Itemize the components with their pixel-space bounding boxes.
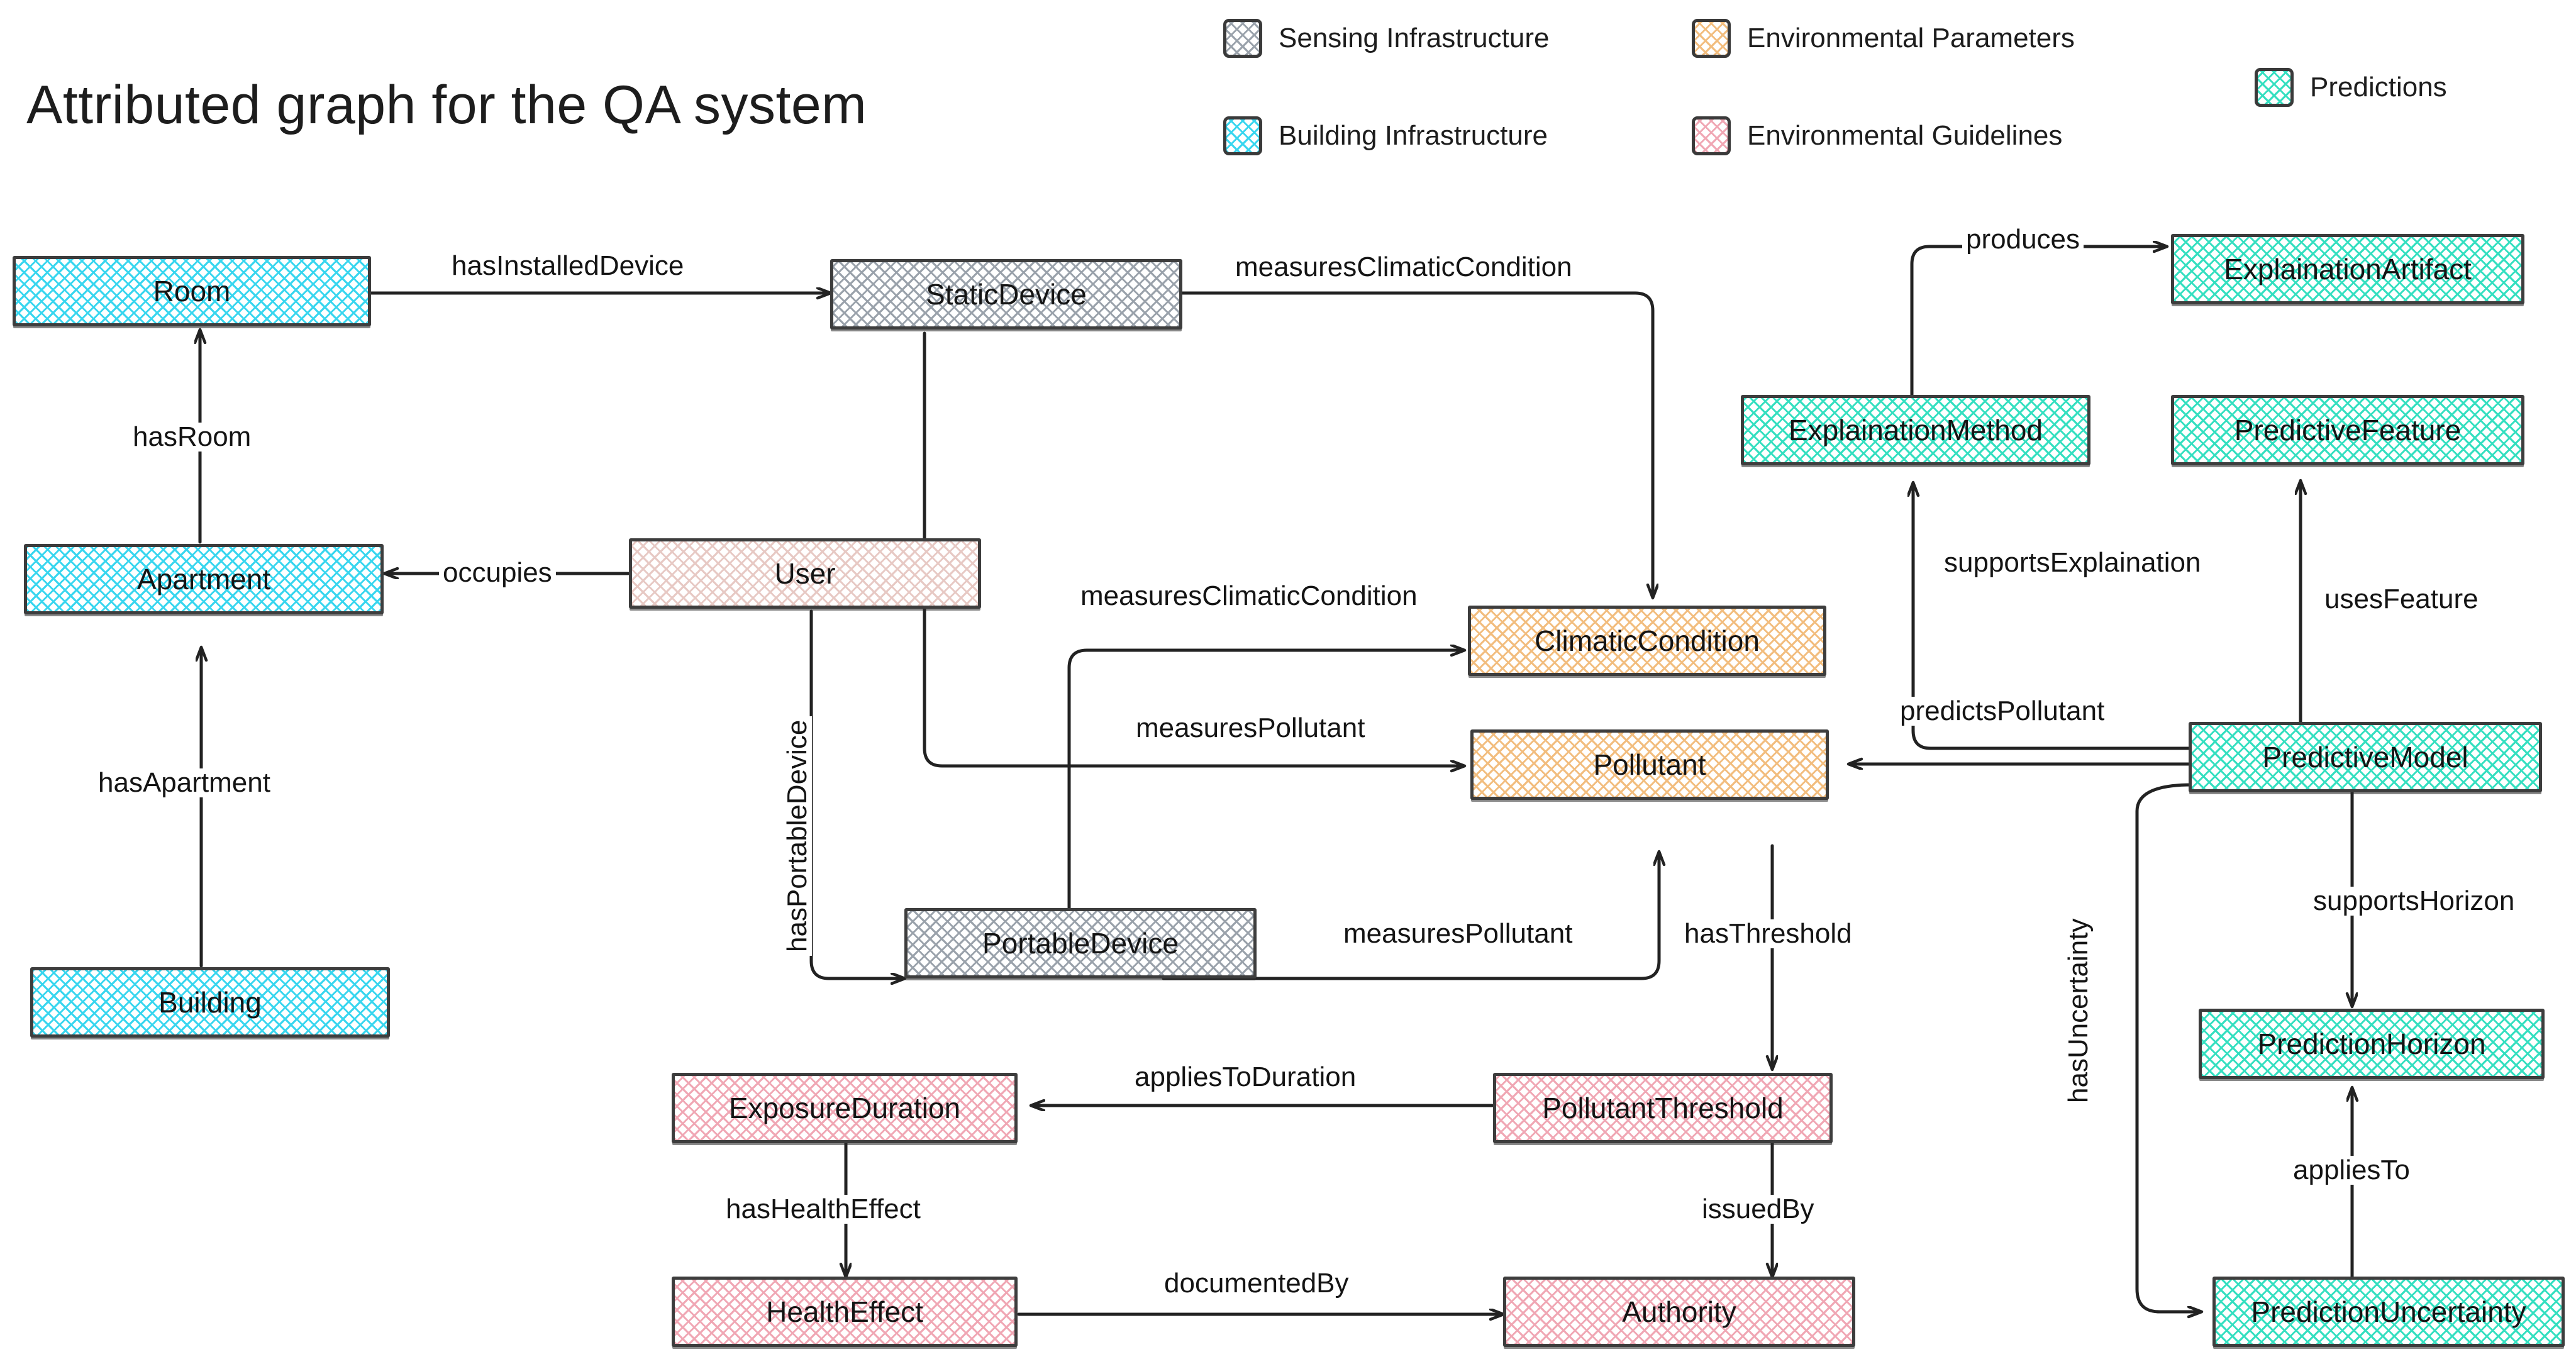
- node-portabledevice[interactable]: PortableDevice: [904, 908, 1257, 978]
- edge-label-predictsPollutant: predictsPollutant: [1896, 696, 2109, 726]
- node-label-predictivemodel: PredictiveModel: [2262, 741, 2468, 773]
- node-predictionhorizon[interactable]: PredictionHorizon: [2199, 1009, 2545, 1079]
- node-exposureduration[interactable]: ExposureDuration: [672, 1073, 1018, 1143]
- edge-label-hasThreshold: hasThreshold: [1680, 919, 1856, 949]
- node-label-exposureduration: ExposureDuration: [728, 1092, 961, 1124]
- node-label-pollutant: Pollutant: [1593, 748, 1706, 781]
- legend-label-parameters: Environmental Parameters: [1747, 23, 2075, 53]
- edge-label-hasRoom: hasRoom: [129, 422, 255, 452]
- edge-label-supportsHorizon: supportsHorizon: [2309, 886, 2519, 916]
- edge-label-hasInstalledDevice: hasInstalledDevice: [448, 251, 688, 281]
- node-label-authority: Authority: [1622, 1295, 1736, 1328]
- edge-label-occupies: occupies: [439, 558, 556, 588]
- node-label-predictivefeature: PredictiveFeature: [2234, 414, 2462, 446]
- edge-label-measuresPollutant-static: measuresPollutant: [1132, 713, 1369, 743]
- edge-label-hasUncertainty: hasUncertainty: [2063, 914, 2094, 1107]
- node-healtheffect[interactable]: HealthEffect: [672, 1277, 1018, 1347]
- node-label-portabledevice: PortableDevice: [982, 927, 1179, 960]
- edge-label-usesFeature: usesFeature: [2321, 584, 2482, 614]
- node-authority[interactable]: Authority: [1503, 1277, 1855, 1347]
- edge-label-hasPortableDevice: hasPortableDevice: [782, 716, 813, 956]
- node-predictionuncertainty[interactable]: PredictionUncertainty: [2212, 1277, 2565, 1347]
- edge-label-measuresPollutant-portable: measuresPollutant: [1340, 919, 1577, 949]
- node-label-pollutantthreshold: PollutantThreshold: [1542, 1092, 1784, 1124]
- edge-label-appliesTo: appliesTo: [2289, 1155, 2414, 1185]
- legend-label-sensing: Sensing Infrastructure: [1279, 23, 1550, 53]
- edge-measuresPollutant-static: [923, 331, 1464, 766]
- legend-label-guidelines: Environmental Guidelines: [1747, 120, 2063, 151]
- edge-label-hasApartment: hasApartment: [94, 768, 274, 798]
- node-label-climaticcondition: ClimaticCondition: [1535, 624, 1760, 657]
- page-title: Attributed graph for the QA system: [26, 75, 867, 135]
- legend-item-predictions: Predictions: [2255, 68, 2447, 107]
- edge-produces: [1910, 247, 2167, 397]
- edge-measuresClimaticCondition-static: [1014, 291, 1653, 597]
- edge-hasPortableDevice: [809, 609, 904, 978]
- node-staticdevice[interactable]: StaticDevice: [830, 259, 1182, 330]
- node-user[interactable]: User: [629, 538, 981, 609]
- legend-swatch-predictions-icon: [2255, 68, 2294, 107]
- legend-item-sensing: Sensing Infrastructure: [1223, 19, 1549, 58]
- legend-swatch-parameters-icon: [1692, 19, 1731, 58]
- edge-label-documentedBy: documentedBy: [1160, 1268, 1353, 1299]
- legend-label-building: Building Infrastructure: [1279, 120, 1548, 151]
- node-pollutant[interactable]: Pollutant: [1470, 729, 1829, 800]
- legend-item-building: Building Infrastructure: [1223, 116, 1548, 155]
- legend-swatch-guidelines-icon: [1692, 116, 1731, 155]
- node-label-healtheffect: HealthEffect: [766, 1295, 923, 1328]
- node-label-explainationartifact: ExplainationArtifact: [2224, 253, 2472, 285]
- node-label-explainationmethod: ExplainationMethod: [1788, 414, 2043, 446]
- node-label-building: Building: [158, 986, 262, 1019]
- node-label-predictionhorizon: PredictionHorizon: [2257, 1028, 2486, 1060]
- node-explainationmethod[interactable]: ExplainationMethod: [1741, 395, 2090, 465]
- edge-label-measuresClimaticCondition-portable: measuresClimaticCondition: [1077, 581, 1421, 611]
- edge-label-measuresClimaticCondition-static: measuresClimaticCondition: [1231, 252, 1576, 282]
- node-predictivemodel[interactable]: PredictiveModel: [2189, 722, 2542, 792]
- node-pollutantthreshold[interactable]: PollutantThreshold: [1493, 1073, 1833, 1143]
- legend-swatch-sensing-icon: [1223, 19, 1262, 58]
- legend-item-parameters: Environmental Parameters: [1692, 19, 2075, 58]
- edge-label-hasHealthEffect: hasHealthEffect: [722, 1194, 924, 1224]
- legend-label-predictions: Predictions: [2310, 72, 2447, 103]
- node-label-room: Room: [153, 275, 231, 308]
- edge-label-issuedBy: issuedBy: [1698, 1194, 1818, 1224]
- edge-label-supportsExplaination: supportsExplaination: [1940, 548, 2205, 578]
- node-explainationartifact[interactable]: ExplainationArtifact: [2171, 234, 2524, 304]
- node-climaticcondition[interactable]: ClimaticCondition: [1468, 606, 1826, 676]
- node-room[interactable]: Room: [13, 256, 371, 326]
- node-label-apartment: Apartment: [136, 563, 271, 596]
- node-building[interactable]: Building: [30, 967, 390, 1038]
- edge-hasUncertainty: [2135, 783, 2201, 1312]
- node-predictivefeature[interactable]: PredictiveFeature: [2171, 395, 2524, 465]
- node-label-staticdevice: StaticDevice: [926, 278, 1087, 311]
- edge-label-appliesToDuration: appliesToDuration: [1131, 1062, 1360, 1092]
- edge-label-produces: produces: [1962, 224, 2084, 255]
- node-label-user: User: [774, 557, 836, 590]
- node-apartment[interactable]: Apartment: [24, 544, 384, 614]
- legend-swatch-building-icon: [1223, 116, 1262, 155]
- legend-item-guidelines: Environmental Guidelines: [1692, 116, 2062, 155]
- node-label-predictionuncertainty: PredictionUncertainty: [2251, 1295, 2526, 1328]
